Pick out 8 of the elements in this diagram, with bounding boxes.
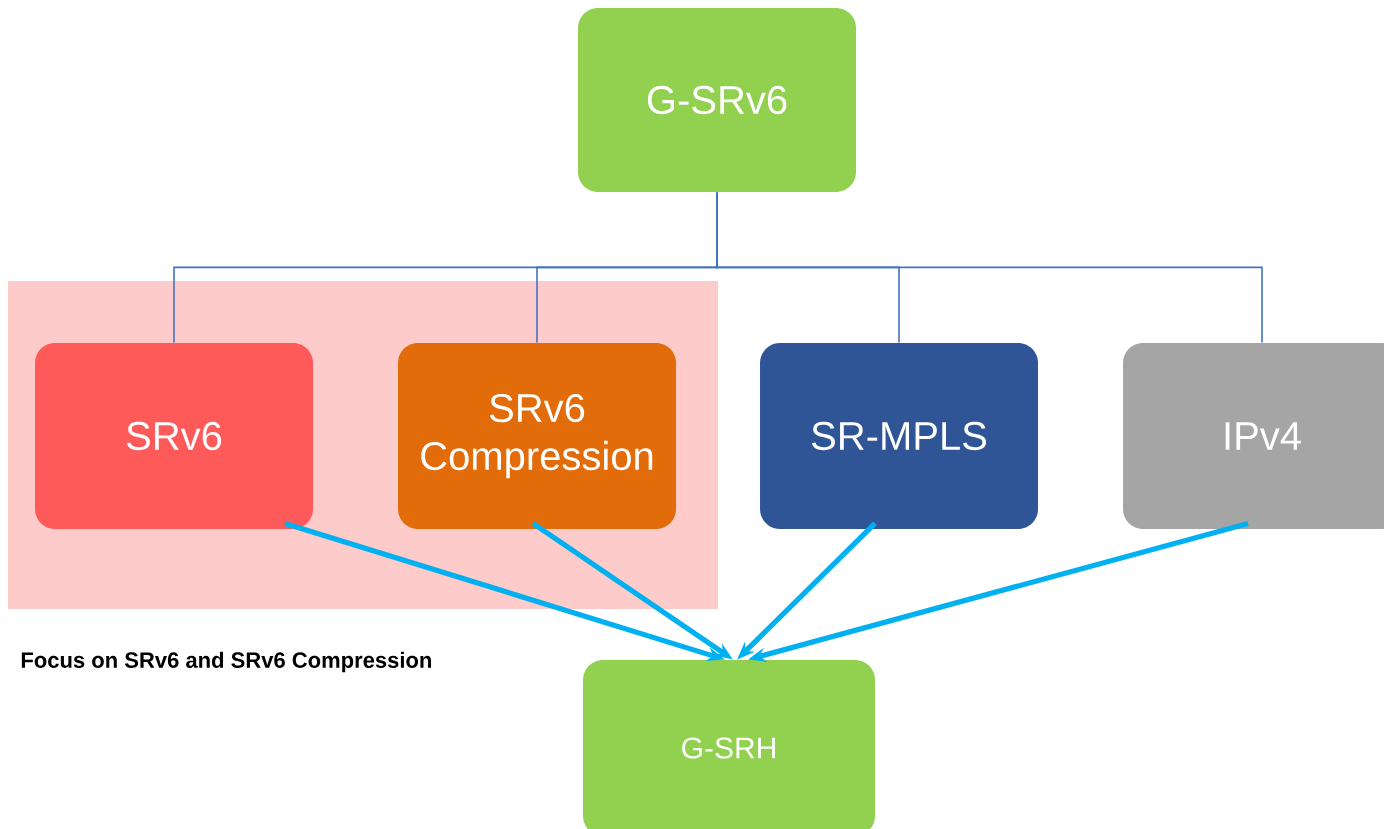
process-box: SRv6 — [35, 343, 313, 529]
process-box: G-SRv6 — [578, 8, 856, 192]
process-box: IPv4 — [1123, 343, 1384, 529]
note-text: Focus on SRv6 and SRv6 Compression — [21, 651, 431, 673]
process-box: SRv6 Compression — [398, 343, 676, 529]
connector-line — [716, 191, 1263, 344]
process-box: SR-MPLS — [760, 343, 1038, 529]
process-box: G-SRH — [583, 660, 875, 829]
